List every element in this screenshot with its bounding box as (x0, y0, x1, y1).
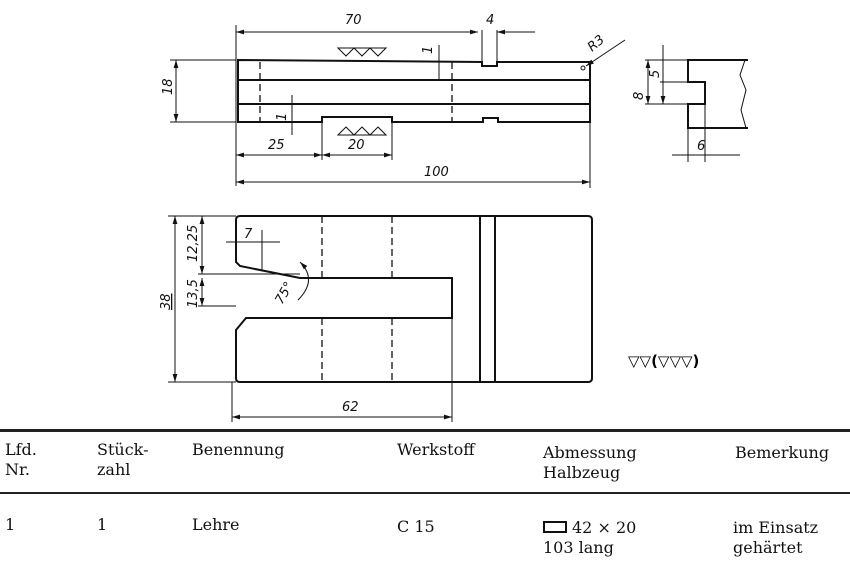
surface-finish-symbol: ▽▽(▽▽▽) (628, 352, 699, 370)
dim-1-top: 1 (421, 46, 436, 54)
header-line: Stück- (97, 440, 149, 459)
remark-line: gehärtet (733, 538, 803, 557)
dim-8: 8 (632, 92, 647, 100)
dim-12-25: 12,25 (186, 225, 201, 262)
header-count: Stück-zahl (97, 440, 148, 480)
flat-bar-icon (543, 521, 567, 533)
header-line: zahl (97, 460, 131, 479)
header-line: Abmessung (543, 443, 637, 462)
dim-7: 7 (244, 227, 253, 242)
dimension-value: 42 × 20 (572, 518, 637, 537)
cell-dimension-line1: 42 × 20 (543, 518, 636, 538)
table-header-rule (0, 492, 850, 494)
dim-13-5: 13,5 (186, 279, 201, 308)
front-view: 38 12,25 13,5 7 75° 62 (159, 215, 593, 422)
technical-drawing: 70 4 18 1 1 25 20 100 R3 5 8 6 (159, 13, 748, 422)
header-material: Werkstoff (397, 440, 475, 459)
header-remark: Bemerkung (735, 443, 830, 462)
cell-dimension-line2: 103 lang (543, 538, 614, 557)
dim-4: 4 (486, 13, 494, 28)
header-nr: Lfd.Nr. (5, 440, 37, 480)
cell-name: Lehre (192, 515, 240, 534)
header-line: Halbzeug (543, 463, 621, 482)
top-view: 70 4 18 1 1 25 20 100 R3 (161, 13, 626, 188)
dim-100: 100 (424, 165, 449, 180)
header-name: Benennung (192, 440, 285, 459)
radius-label: R3 (585, 32, 608, 55)
angle-75: 75° (272, 280, 297, 307)
cell-nr: 1 (5, 515, 16, 534)
dim-18: 18 (161, 78, 176, 95)
surface-finish-icon (336, 126, 388, 136)
table-top-rule (0, 429, 850, 432)
cell-material: C 15 (397, 517, 435, 536)
cell-count: 1 (97, 515, 108, 534)
header-line: Nr. (5, 460, 30, 479)
dim-25: 25 (268, 138, 285, 153)
remark-line: im Einsatz (733, 518, 819, 537)
surface-finish-icon (336, 47, 388, 57)
dim-20: 20 (348, 138, 365, 153)
header-line: Lfd. (5, 440, 37, 459)
dim-38: 38 (159, 293, 174, 310)
dim-1-bottom: 1 (275, 113, 290, 121)
dim-5: 5 (648, 70, 663, 78)
dim-6: 6 (697, 139, 705, 154)
side-view: 5 8 6 (632, 45, 748, 162)
dim-70: 70 (345, 13, 362, 28)
dim-62: 62 (342, 400, 359, 415)
